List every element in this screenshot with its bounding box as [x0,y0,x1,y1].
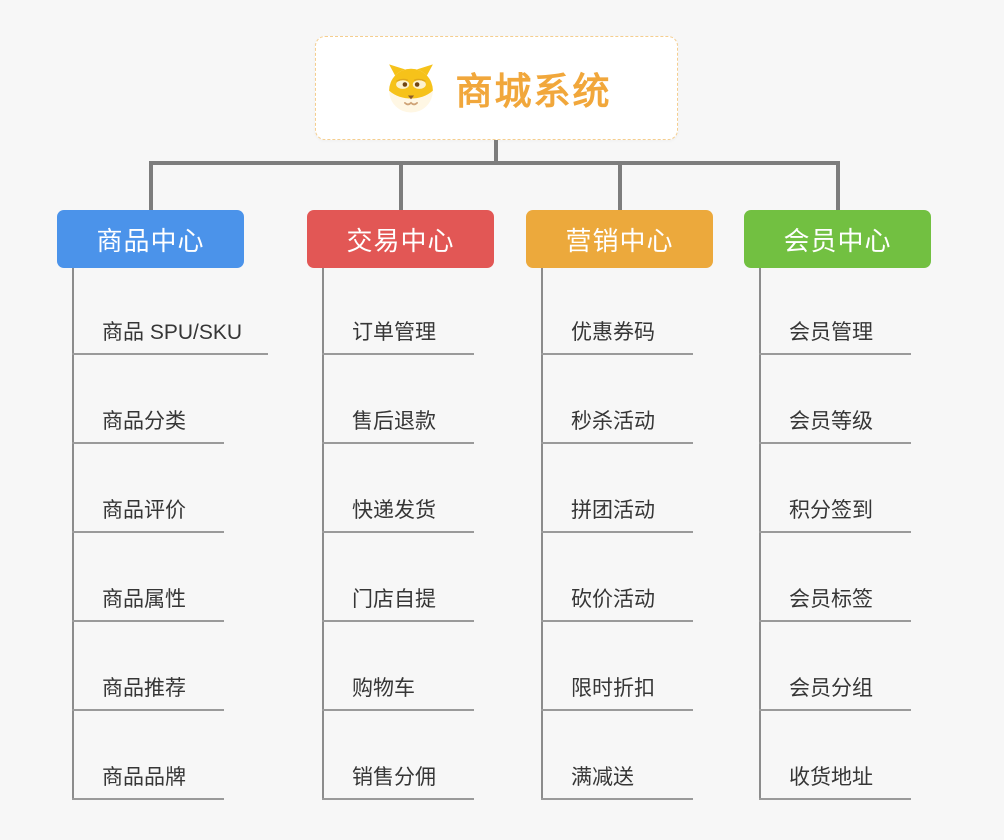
branch-drop-line [836,163,840,210]
leaf-column: 会员管理会员等级积分签到会员标签会员分组收货地址 [759,268,911,800]
root-title: 商城系统 [455,71,612,112]
leaf-node[interactable]: 商品分类 [72,355,224,444]
dog-face-icon [388,64,433,113]
leaf-node[interactable]: 商品属性 [72,533,224,622]
column-trunk-line [759,268,761,800]
branch-drop-line [149,163,153,210]
branch-drop-line [399,163,403,210]
leaf-node[interactable]: 购物车 [322,622,474,711]
leaf-node[interactable]: 会员分组 [759,622,911,711]
leaf-column: 优惠券码秒杀活动拼团活动砍价活动限时折扣满减送 [541,268,693,800]
branch-label: 交易中心 [346,225,455,256]
branch-connector-bar [149,161,840,165]
leaf-node[interactable]: 砍价活动 [541,533,693,622]
leaf-node[interactable]: 满减送 [541,711,693,800]
root-connector-stem [494,140,498,165]
leaf-node[interactable]: 秒杀活动 [541,355,693,444]
leaf-node[interactable]: 会员管理 [759,268,911,355]
leaf-node[interactable]: 商品推荐 [72,622,224,711]
root-node[interactable]: 商城系统 [315,36,678,140]
leaf-node[interactable]: 售后退款 [322,355,474,444]
leaf-node[interactable]: 商品评价 [72,444,224,533]
leaf-node[interactable]: 订单管理 [322,268,474,355]
leaf-node[interactable]: 销售分佣 [322,711,474,800]
leaf-node[interactable]: 门店自提 [322,533,474,622]
leaf-node[interactable]: 拼团活动 [541,444,693,533]
branch-box[interactable]: 交易中心 [307,210,494,268]
leaf-node[interactable]: 积分签到 [759,444,911,533]
branch-box[interactable]: 会员中心 [744,210,931,268]
leaf-node[interactable]: 商品 SPU/SKU [72,268,269,355]
branch-label: 营销中心 [565,225,674,256]
column-trunk-line [322,268,324,800]
column-trunk-line [541,268,543,800]
leaf-node[interactable]: 快递发货 [322,444,474,533]
branch-label: 会员中心 [783,225,892,256]
leaf-node[interactable]: 限时折扣 [541,622,693,711]
branch-label: 商品中心 [96,225,205,256]
branch-box[interactable]: 商品中心 [57,210,244,268]
leaf-node[interactable]: 会员等级 [759,355,911,444]
branch-drop-line [618,163,622,210]
leaf-node[interactable]: 会员标签 [759,533,911,622]
leaf-node[interactable]: 商品品牌 [72,711,224,800]
leaf-column: 订单管理售后退款快递发货门店自提购物车销售分佣 [322,268,474,800]
branch-box[interactable]: 营销中心 [526,210,713,268]
leaf-node[interactable]: 收货地址 [759,711,911,800]
column-trunk-line [72,268,74,800]
leaf-node[interactable]: 优惠券码 [541,268,693,355]
